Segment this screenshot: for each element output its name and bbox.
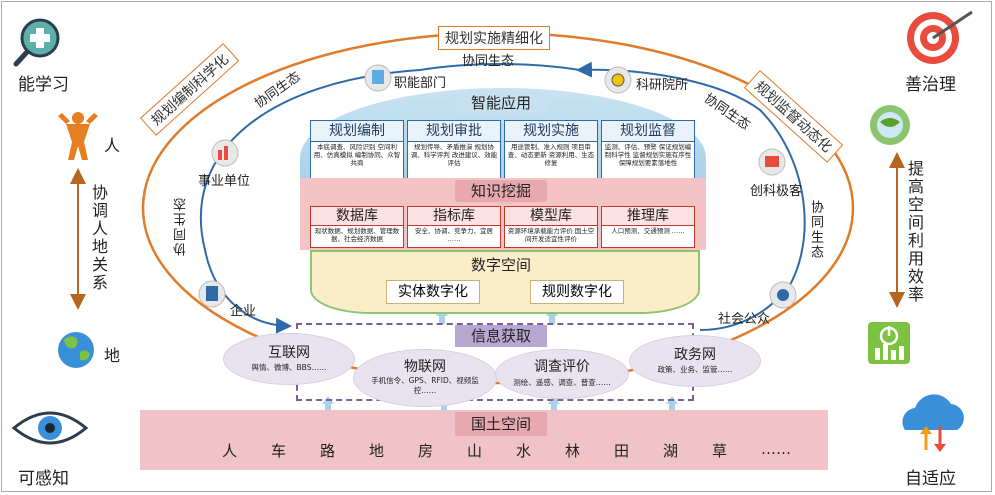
land-item: 田: [614, 442, 630, 460]
card-plan-supervise: 规划监督 监测、评估、预警 保证规划编制科学性 监督规划实施有序性 保障规划要素…: [601, 120, 695, 180]
target-icon: [907, 10, 973, 64]
label-good-governance: 善治理: [905, 75, 956, 95]
land-item: 房: [418, 442, 434, 460]
label-cooperation-left: 协同生态: [174, 196, 189, 256]
card-body: 本底调查、风险识别 空间利用、仿真模拟 编制协同、众智共商: [313, 143, 401, 167]
label-cooperation-top: 协同生态: [462, 54, 515, 69]
db-database: 数据库 现状数据、规划数据、管理数据、社会经济数据: [310, 206, 404, 248]
oval-body: 手机信令、GPS、RFID、视频监控……: [371, 376, 479, 395]
gov-dept-icon: [364, 64, 392, 92]
eye-icon: [11, 411, 89, 445]
label-public-institution: 事业单位: [198, 174, 251, 189]
chip-entity-digitization: 实体数字化: [386, 280, 480, 304]
land-space-title: 国土空间: [455, 412, 547, 436]
oval-title: 调查评价: [534, 359, 590, 375]
card-title: 规划审批: [408, 121, 500, 142]
card-title: 规划实施: [505, 121, 597, 142]
research-icon: [604, 66, 632, 94]
inner-arc-left: [199, 69, 421, 334]
card-body: 监测、评估、预警 保证规划编制科学性 监督规划实施有序性 保障规划要素落地性: [604, 143, 692, 167]
label-improve-space-efficiency: 提高空间利用效率: [905, 160, 924, 304]
eco-globe-icon: [870, 105, 910, 145]
oval-body: 政策、业务、监管……: [657, 365, 733, 374]
card-plan-implement: 规划实施 用途管制、准入规则 项目审查、动态更新 资源利用、生态修复: [504, 120, 598, 180]
oval-gov-network: 政务网 政策、业务、监管……: [630, 336, 760, 386]
land-item: 水: [516, 442, 532, 460]
label-public: 社会公众: [718, 312, 771, 327]
land-item: 人: [222, 442, 238, 460]
db-body: 现状数据、规划数据、管理数据、社会经济数据: [314, 227, 400, 243]
oval-title: 政务网: [674, 347, 716, 363]
person-icon: [58, 112, 98, 160]
db-title: 模型库: [505, 207, 597, 226]
db-title: 推理库: [602, 207, 694, 226]
globe-icon: [58, 332, 94, 368]
public-unit-icon: [211, 139, 239, 167]
label-adaptive: 自适应: [905, 469, 956, 489]
card-title: 规划编制: [311, 121, 403, 142]
oval-iot: 物联网 手机信令、GPS、RFID、视频监控……: [354, 350, 496, 406]
enterprise-icon: [198, 280, 226, 308]
label-perceivable: 可感知: [18, 469, 69, 489]
label-enterprise: 企业: [230, 304, 257, 319]
db-body: 安全、协调、竞争力、宜居 ……: [415, 227, 493, 243]
label-cooperation-right: 协同生态: [808, 200, 823, 260]
label-research-institute: 科研院所: [636, 78, 689, 93]
label-maker-geek: 创科极客: [750, 184, 803, 199]
land-item: 湖: [663, 442, 679, 460]
land-item: 草: [712, 442, 728, 460]
tag-implementation-refined: 规划实施精细化: [438, 26, 550, 50]
label-gov-dept: 职能部门: [394, 76, 447, 91]
label-coordinate-human-land: 协调人地关系: [89, 184, 108, 292]
oval-body: 舆情、微博、BBS……: [251, 363, 327, 372]
land-item: 车: [271, 442, 287, 460]
db-body: 资源环境承载能力评价 国土空间开发适宜性评价: [507, 227, 595, 243]
label-can-learn: 能学习: [18, 75, 69, 95]
db-title: 数据库: [311, 207, 403, 226]
oval-body: 测绘、遥感、调查、普查……: [513, 378, 611, 387]
label-people: 人: [104, 136, 121, 155]
db-model: 模型库 资源环境承载能力评价 国土空间开发适宜性评价: [504, 206, 598, 248]
card-body: 规划传导、矛盾推演 规划协调、科学评判 改进建议、效能评估: [410, 143, 498, 167]
land-item: 路: [320, 442, 336, 460]
digital-space-title: 数字空间: [455, 254, 547, 276]
db-title: 指标库: [408, 207, 500, 226]
oval-internet: 互联网 舆情、微博、BBS……: [224, 334, 354, 384]
land-item: 山: [467, 442, 483, 460]
public-icon: [769, 281, 797, 309]
knowledge-title: 知识挖掘: [455, 180, 547, 202]
land-item: 林: [565, 442, 581, 460]
card-body: 用途管制、准入规则 项目审查、动态更新 资源利用、生态修复: [507, 143, 595, 167]
green-city-icon: [868, 322, 910, 364]
land-item: 地: [369, 442, 385, 460]
maker-icon: [758, 148, 786, 176]
smart-app-title: 智能应用: [455, 92, 547, 114]
info-acquisition-title: 信息获取: [455, 325, 547, 347]
chip-rule-digitization: 规则数字化: [530, 280, 624, 304]
oval-title: 互联网: [268, 345, 310, 361]
card-plan-compile: 规划编制 本底调查、风险识别 空间利用、仿真模拟 编制协同、众智共商: [310, 120, 404, 180]
oval-title: 物联网: [404, 359, 446, 375]
db-indicator: 指标库 安全、协调、竞争力、宜居 ……: [407, 206, 501, 248]
cloud-sync-icon: [902, 394, 964, 452]
oval-survey: 调查评价 测绘、遥感、调查、普查……: [496, 350, 628, 398]
card-title: 规划监督: [602, 121, 694, 142]
magnifier-icon: [13, 18, 60, 67]
db-reasoning: 推理库 人口预测、交通预测 ……: [601, 206, 695, 248]
inner-arc-top: [419, 63, 581, 71]
label-land: 地: [104, 346, 121, 365]
land-item: ……: [761, 440, 791, 458]
inner-arc-right: [576, 61, 806, 301]
card-plan-approve: 规划审批 规划传导、矛盾推演 规划协调、科学评判 改进建议、效能评估: [407, 120, 501, 180]
db-body: 人口预测、交通预测 ……: [611, 227, 685, 235]
